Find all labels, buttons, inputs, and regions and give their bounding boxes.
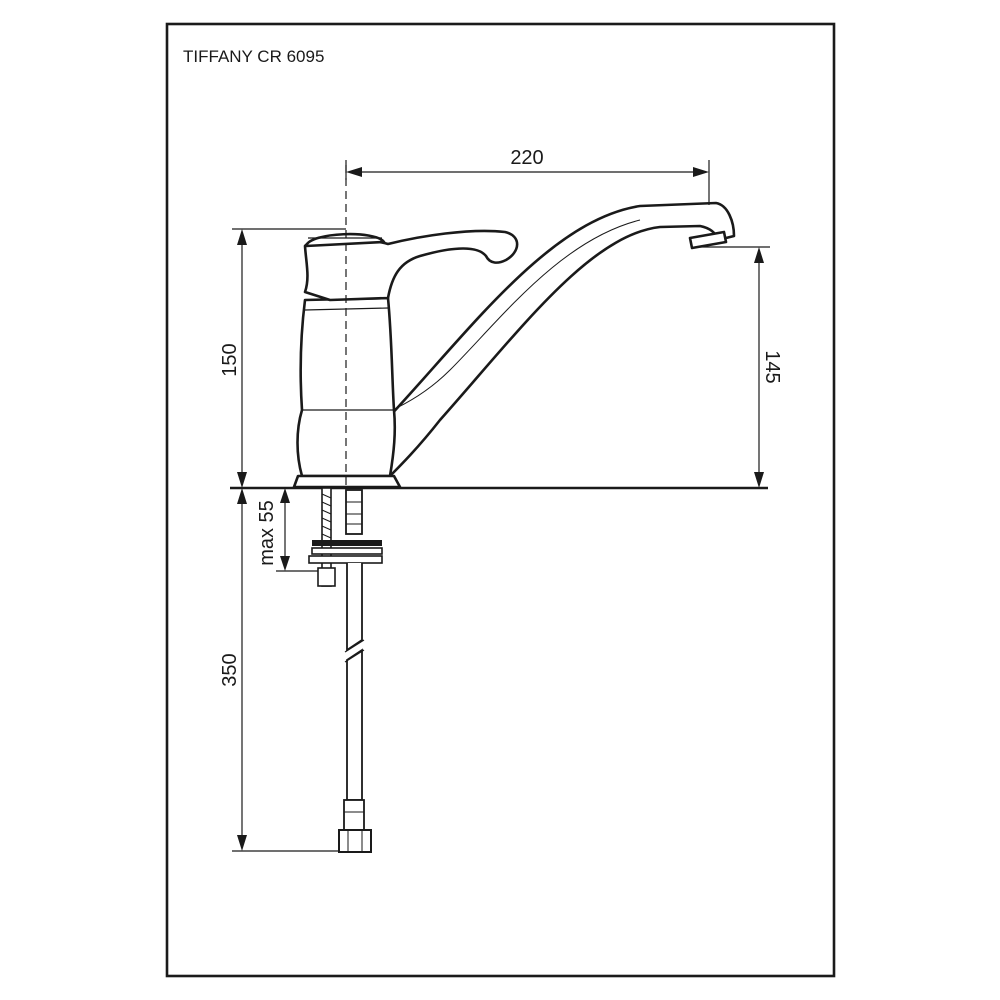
hose-break-1 xyxy=(344,639,365,653)
mounting-hardware xyxy=(308,487,383,853)
hose-fitting-top xyxy=(345,489,363,535)
dimension-max-55-label: max 55 xyxy=(256,500,278,566)
dimension-350-label: 350 xyxy=(219,653,241,686)
washer-middle xyxy=(311,547,383,555)
dimension-145-label: 145 xyxy=(761,350,783,383)
rod-thread xyxy=(321,493,332,539)
faucet-handle xyxy=(303,229,519,302)
hose-break-2 xyxy=(344,649,365,663)
drawing-frame xyxy=(165,22,836,978)
dimension-150: 150 xyxy=(219,228,346,488)
faucet-base xyxy=(292,474,402,489)
drawing-title: TIFFANY CR 6095 xyxy=(183,47,324,66)
washer-bottom xyxy=(308,555,383,564)
spout-aerator xyxy=(688,230,728,250)
handle-cap xyxy=(304,232,386,248)
dimension-220: 220 xyxy=(345,147,710,205)
dimension-145: 145 xyxy=(700,246,783,488)
rod-nut xyxy=(317,567,336,587)
faucet-spout xyxy=(386,201,736,480)
dimension-max-55: max 55 xyxy=(256,488,318,572)
washer-top xyxy=(312,540,382,546)
dimension-350: 350 xyxy=(219,488,340,852)
hose-fitting-bottom xyxy=(343,799,365,831)
dimension-220-label: 220 xyxy=(510,147,543,169)
hose-nut xyxy=(338,829,372,853)
dimension-150-label: 150 xyxy=(219,343,241,376)
faucet xyxy=(292,201,736,489)
flexible-hose xyxy=(346,563,363,801)
